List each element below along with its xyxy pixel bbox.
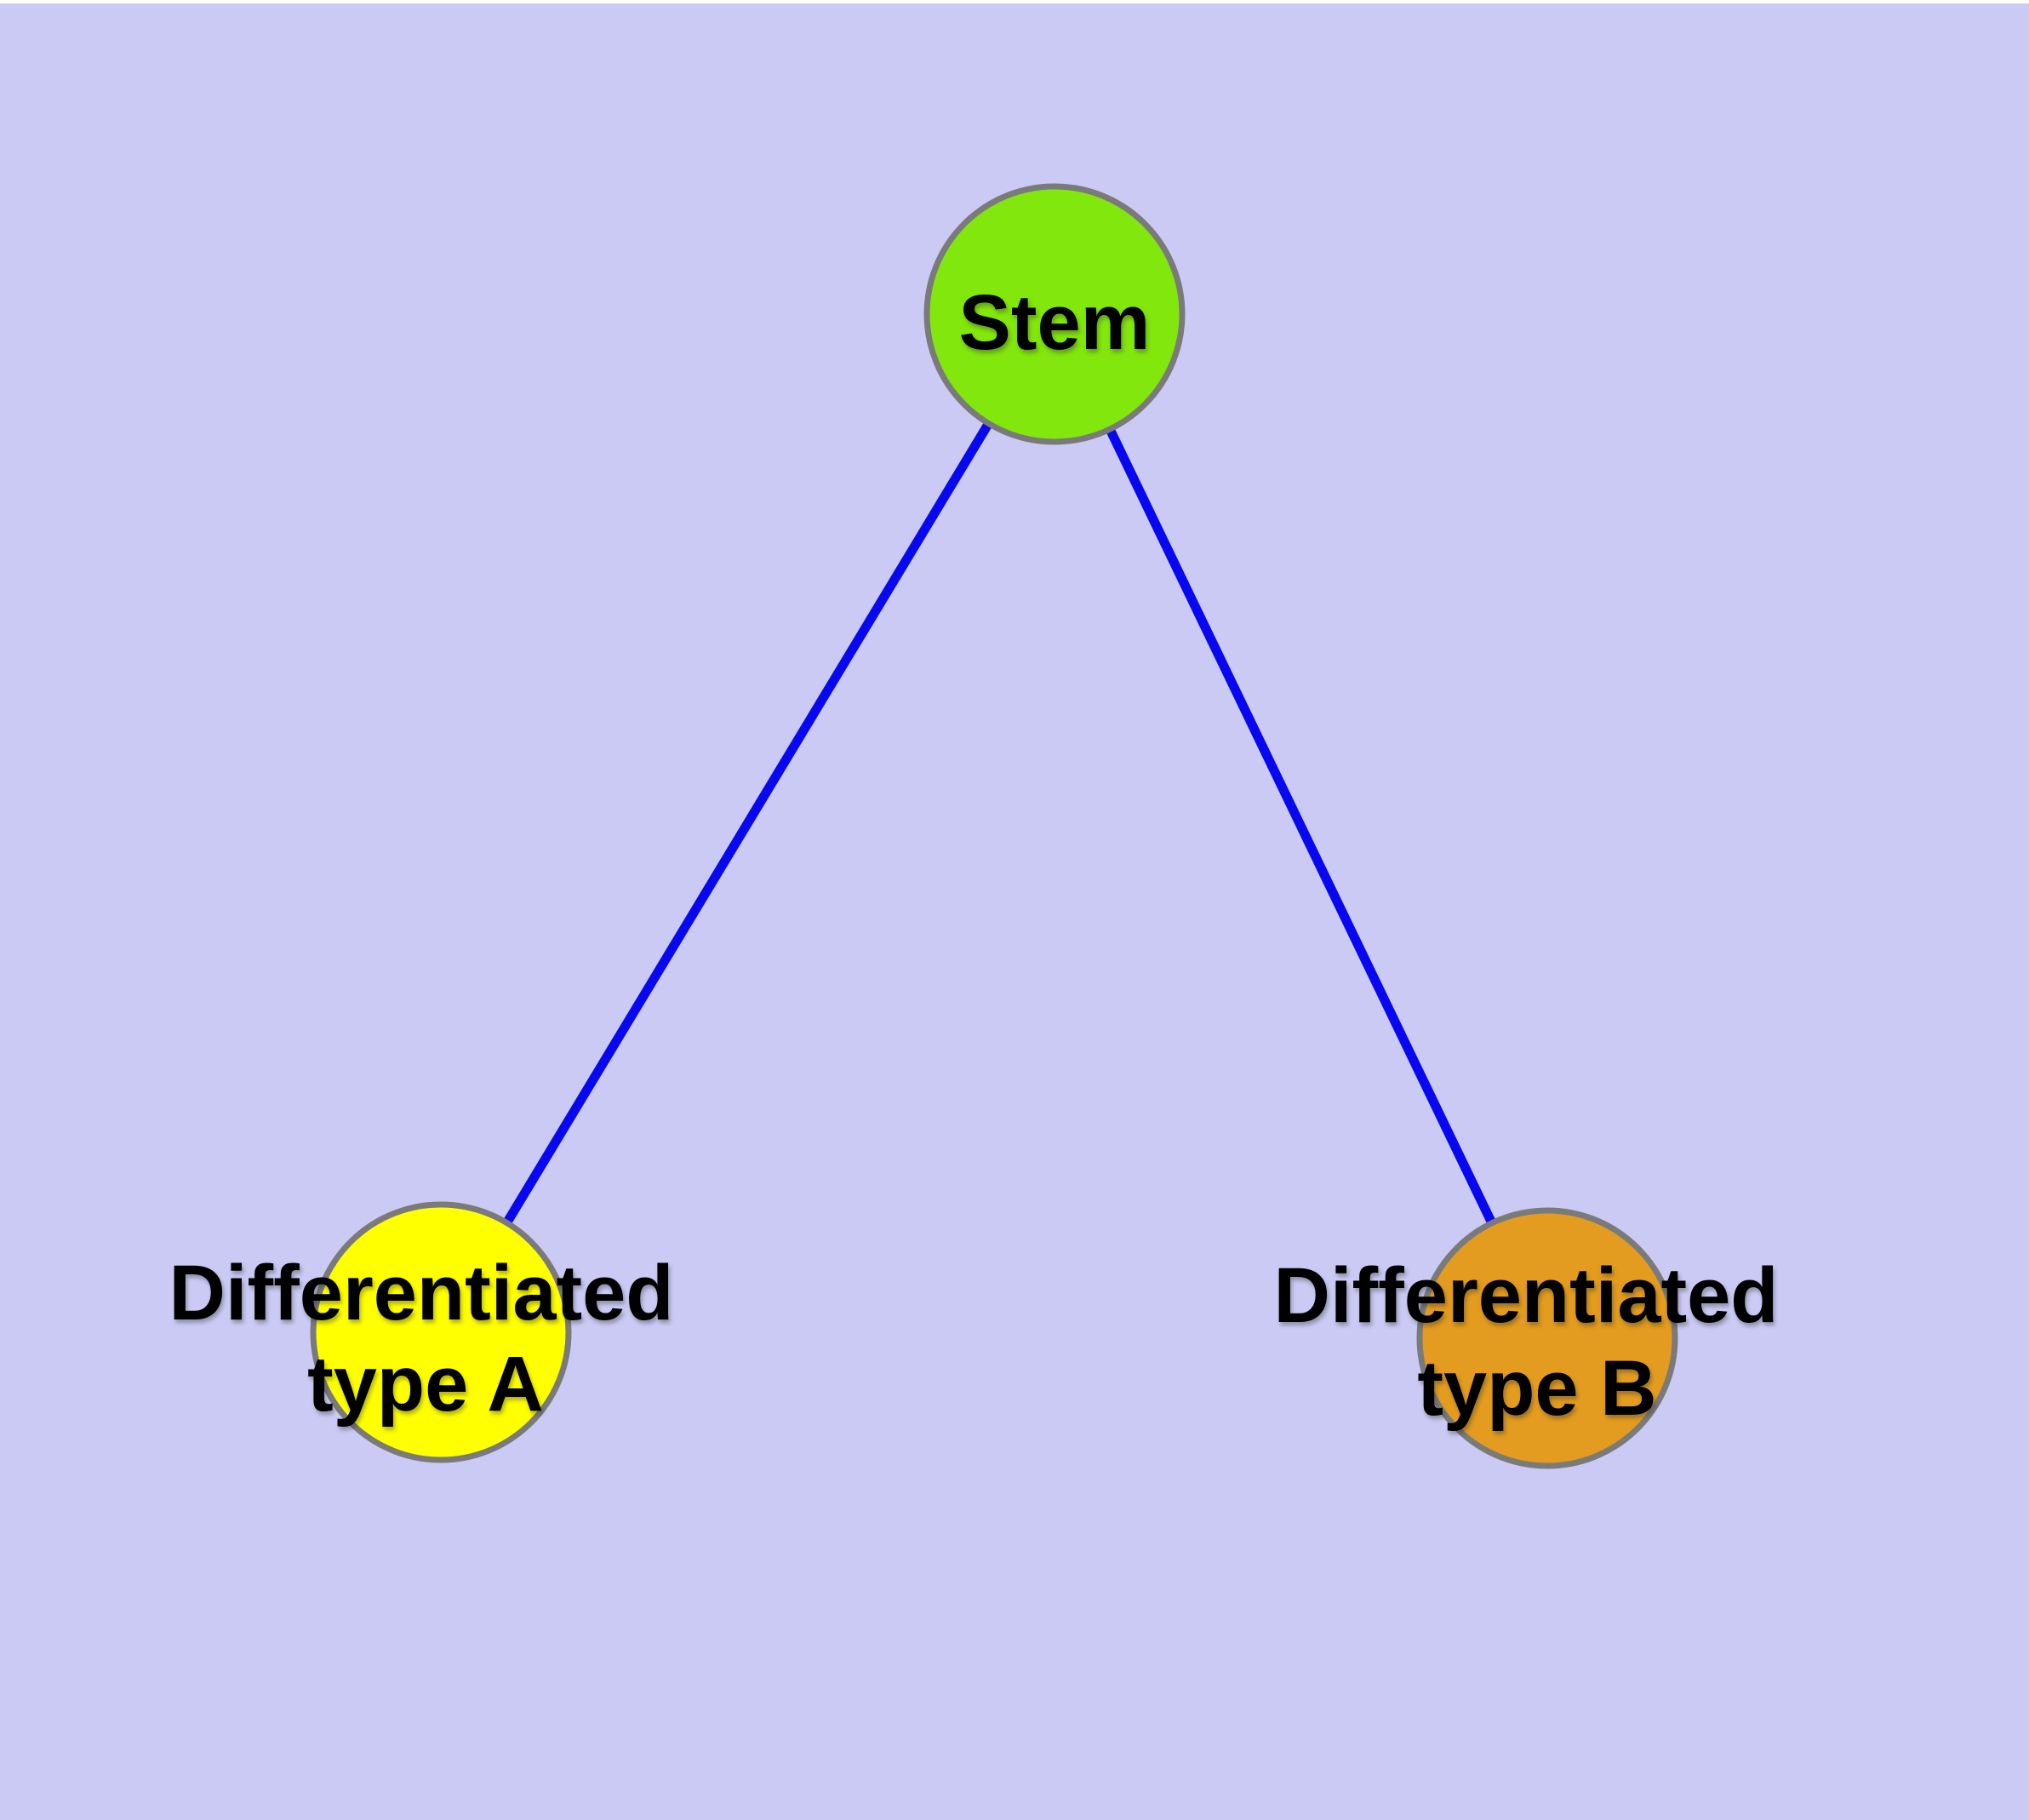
node-type-a-circle	[310, 1201, 572, 1463]
edge-stem-to-type-b	[1050, 312, 1552, 1341]
node-differentiated-type-a: Differentiated type A	[169, 1201, 674, 1463]
node-type-a-label-line1: Differentiated	[169, 1250, 674, 1336]
top-margin-strip	[0, 0, 2029, 3]
edge-stem-to-type-a	[437, 312, 1059, 1335]
node-stem-circle	[923, 183, 1186, 445]
node-stem: Stem	[923, 183, 1186, 445]
edge-group	[437, 312, 1552, 1341]
node-type-b-circle	[1416, 1207, 1678, 1469]
node-differentiated-type-b: Differentiated type B	[1274, 1207, 1779, 1469]
node-type-b-label-line2: type B	[1417, 1345, 1656, 1432]
node-type-b-label-line1: Differentiated	[1274, 1252, 1779, 1339]
node-stem-label: Stem	[959, 279, 1151, 366]
node-type-a-label-line2: type A	[307, 1341, 544, 1428]
